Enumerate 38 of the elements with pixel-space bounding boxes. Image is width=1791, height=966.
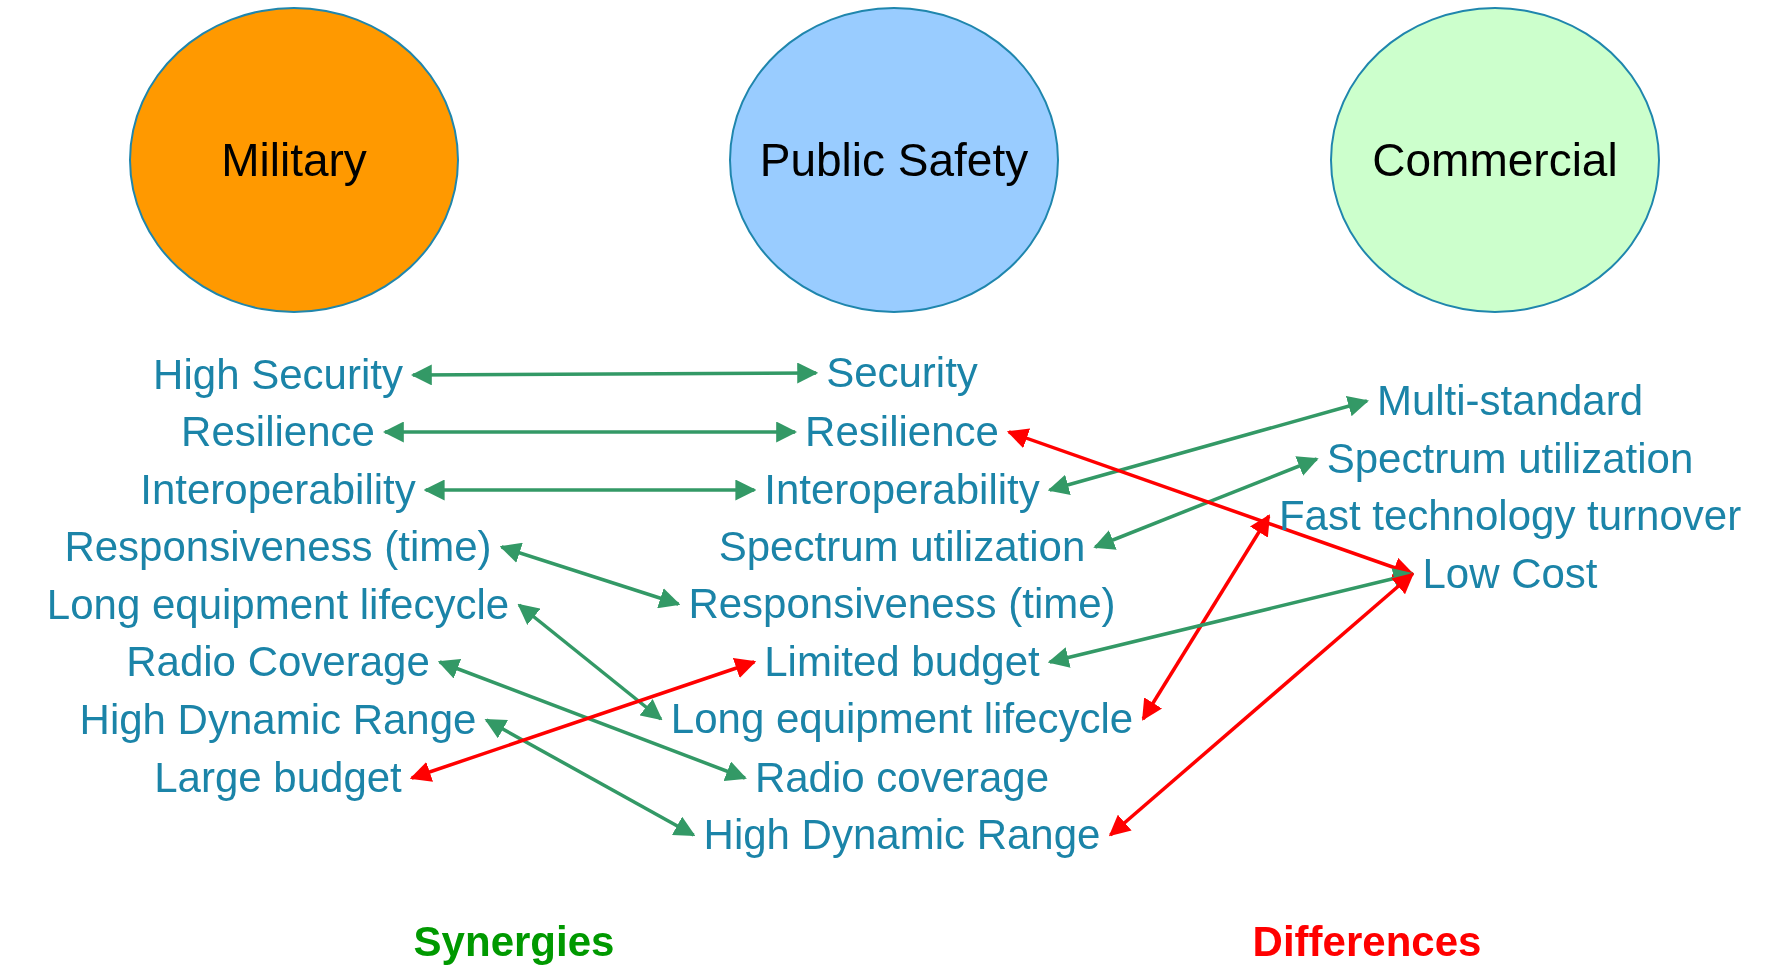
feature-text: Multi-standard — [1376, 377, 1644, 425]
feature-text: Spectrum utilization — [1326, 435, 1694, 483]
feature-text: Responsiveness (time) — [688, 580, 1116, 628]
category-circle: Commercial — [1330, 7, 1660, 313]
double-arrow — [1093, 456, 1319, 550]
feature-text: Low Cost — [1422, 550, 1598, 598]
feature-text: Resilience — [805, 408, 999, 456]
category-circle: Public Safety — [729, 7, 1059, 313]
feature-text: High Security — [153, 351, 403, 399]
feature-text: Responsiveness (time) — [64, 523, 492, 571]
double-arrow — [1108, 572, 1415, 837]
feature-text: Interoperability — [140, 466, 416, 514]
feature-text: Long equipment lifecycle — [670, 695, 1134, 743]
feature-text: Resilience — [181, 408, 375, 456]
feature-text: Long equipment lifecycle — [46, 581, 510, 629]
feature-text: Security — [826, 349, 978, 397]
feature-text: Large budget — [154, 754, 402, 802]
heading-text: Differences — [1252, 918, 1482, 966]
feature-text: High Dynamic Range — [703, 811, 1101, 859]
double-arrow — [484, 718, 696, 837]
feature-text: Radio Coverage — [126, 638, 430, 686]
feature-text: Limited budget — [764, 638, 1040, 686]
double-arrow — [1047, 396, 1369, 495]
double-arrow — [517, 603, 663, 721]
feature-text: High Dynamic Range — [79, 696, 477, 744]
feature-text: Spectrum utilization — [718, 523, 1086, 571]
double-arrow — [1006, 428, 1415, 578]
feature-text: Radio coverage — [754, 754, 1050, 802]
double-arrow — [410, 362, 819, 386]
double-arrow — [382, 421, 798, 443]
category-circle: Military — [129, 7, 459, 313]
feature-text: Fast technology turnover — [1278, 492, 1742, 540]
double-arrow — [423, 479, 757, 501]
double-arrow — [1141, 514, 1271, 721]
double-arrow — [1047, 568, 1415, 668]
double-arrow — [499, 542, 681, 609]
heading-text: Synergies — [413, 918, 615, 966]
feature-text: Interoperability — [764, 466, 1040, 514]
